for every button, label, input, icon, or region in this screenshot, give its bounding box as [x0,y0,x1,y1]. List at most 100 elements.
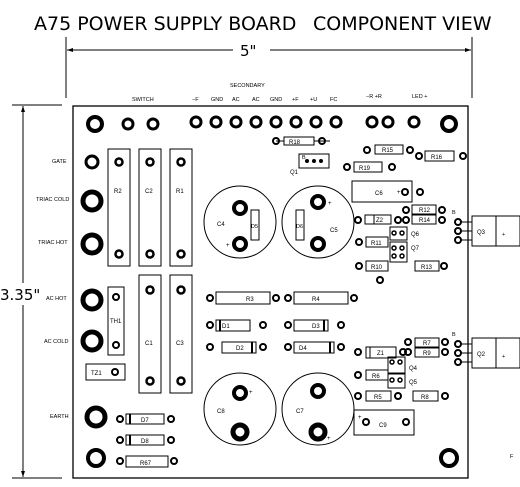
r9-resistor: R9 [404,347,449,358]
q2-b: B [452,332,456,338]
q3-plus: + [502,232,505,238]
d1-label: D1 [222,324,230,330]
edge-mark: F [510,454,514,460]
pin-label-gnd: GND [211,97,223,103]
r19-label: R19 [359,166,371,172]
upper-tall-components [107,148,193,267]
q6-transistor: Q6 [389,226,420,241]
q4-label: Q4 [409,366,418,372]
d6-label: D6 [296,224,303,230]
d8-diode: D8 [116,434,175,446]
width-dimension: 5" [65,37,473,98]
left-labels: GATE TRIAC COLD TRIAC HOT AC HOT AC COLD… [36,159,69,420]
r3-resistor: R3 [206,291,280,305]
r7-label: R7 [423,341,431,347]
q7-label: Q7 [411,246,420,252]
z2-zener: Z2 [354,214,402,225]
pin-label-gnd: GND [270,97,282,103]
z2-label: Z2 [376,218,384,224]
top-pin-labels: −F GND AC AC GND +F +U FC [192,97,337,103]
q1-label: Q1 [290,170,299,176]
q6-label: Q6 [411,232,420,238]
q7-transistor: Q7 [389,241,420,263]
switch-label: SWITCH [132,97,154,103]
pin-label-minus-f: −F [192,97,199,103]
top-pad-row [86,115,458,133]
th1-label: TH1 [110,319,122,325]
q1-transistor: B Q1 [290,153,330,176]
r7-resistor: R7 [404,337,449,348]
z1-zener: Z1 [354,346,407,359]
c6-plus: + [397,190,401,196]
r12-label: R12 [419,208,431,214]
q5-transistor: Q5 [387,373,418,389]
q5-label: Q5 [409,380,418,386]
d2-label: D2 [236,346,244,352]
d7-label: D7 [141,418,149,424]
pin-label-plus-f: +F [292,97,299,103]
r11-resistor: R11 [355,236,389,248]
label-ac-cold: AC COLD [44,339,68,345]
c4-capacitor: D5 C4 + [203,185,277,259]
label-ac-hot: AC HOT [46,296,67,302]
led-label: LED + [412,94,427,100]
r16-label: R16 [431,155,443,161]
left-terminals [80,154,108,468]
c4-plus: + [226,243,230,249]
label-earth: EARTH [50,414,69,420]
r6-resistor: R6 [354,369,389,381]
c9-plus: + [358,415,362,421]
q2-transistor: Q2 + B [452,332,520,369]
q3-transistor: Q3 + B [452,210,520,247]
c8-capacitor: C8 + [203,372,277,446]
r3-label: R3 [246,297,254,303]
pin-label-ac: AC [232,97,240,103]
d1-diode: D1 [206,319,267,332]
r8-resistor: R8 [412,390,449,402]
c8-label: C8 [217,409,225,415]
r8-label: R8 [421,395,429,401]
d2-diode: D2 [206,341,267,354]
board-outline [72,105,469,479]
c5-capacitor: D6 C5 + [281,185,355,259]
c7-label: C7 [296,409,304,415]
r19-resistor: R19 [343,161,396,173]
r10-label: R10 [371,265,383,271]
r16-resistor: R16 [415,150,467,162]
q3-label: Q3 [477,230,486,236]
d7-diode: D7 [116,413,175,425]
c1-body [138,274,162,394]
q2-plus: + [502,354,505,360]
c4-label: C4 [217,222,225,228]
z1-label: Z1 [377,351,385,357]
r-pins-label: −R +R [366,94,382,100]
r14-resistor: R14 [402,214,446,225]
c5-plus: + [328,201,332,207]
r4-label: R4 [312,297,320,303]
c9-label: C9 [379,423,387,429]
r2-label: R2 [114,189,122,195]
label-triac-cold: TRIAC COLD [36,197,69,203]
secondary-label: SECONDARY [230,83,265,89]
view-title: COMPONENT VIEW [313,13,492,35]
d3-diode: D3 [284,319,345,332]
pin-label-fc: FC [330,97,337,103]
tz1-body [85,363,126,381]
r67-label: R67 [140,461,152,467]
height-dimension: 3.35" [0,104,62,479]
r5-resistor: R5 [354,390,402,402]
c3-label: C3 [176,341,184,347]
c7-capacitor: C7 + [281,372,355,446]
d5-label: D5 [251,224,258,230]
c6-label: C6 [375,191,383,197]
r12-resistor: R12 [402,204,446,215]
d4-label: D4 [299,346,307,352]
c1-label: C1 [145,341,153,347]
r9-label: R9 [423,351,431,357]
c8-plus: + [249,390,253,396]
th1-body [107,286,125,356]
label-triac-hot: TRIAC HOT [38,240,68,246]
r11-label: R11 [371,241,382,247]
r6-label: R6 [372,374,380,380]
